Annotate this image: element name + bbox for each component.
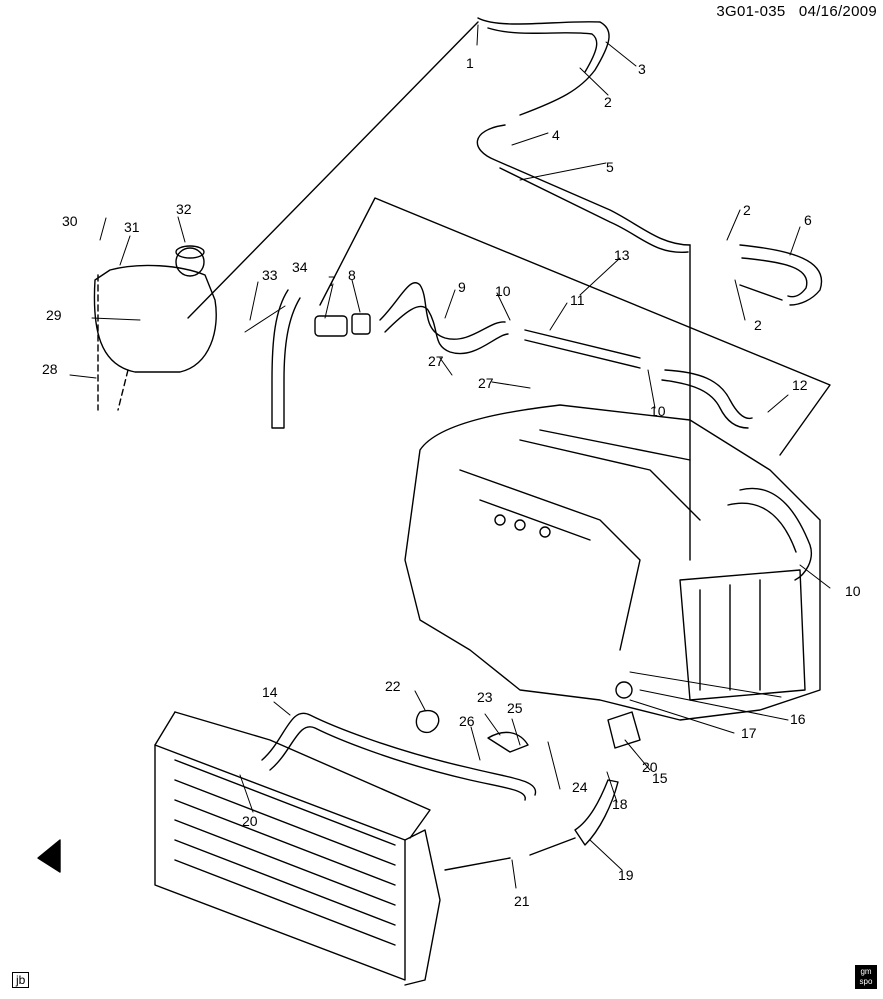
callout-2: 2 — [743, 202, 751, 218]
callout-20: 20 — [642, 759, 658, 775]
callout-18: 18 — [612, 796, 628, 812]
radiator — [154, 744, 406, 981]
hose-3 — [477, 17, 610, 116]
callout-28: 28 — [42, 361, 58, 377]
callout-20: 20 — [242, 813, 258, 829]
callout-10: 10 — [650, 403, 666, 419]
callout-17: 17 — [741, 725, 757, 741]
cap-32 — [175, 247, 205, 277]
clamp-8 — [351, 313, 371, 335]
callout-10: 10 — [845, 583, 861, 599]
callout-9: 9 — [458, 279, 466, 295]
callout-19: 19 — [618, 867, 634, 883]
callout-19: 19 — [0, 0, 16, 3]
callout-4: 4 — [552, 127, 560, 143]
callout-2: 2 — [754, 317, 762, 333]
bracket-13 — [319, 197, 831, 456]
callout-24: 24 — [572, 779, 588, 795]
callout-33: 33 — [262, 267, 278, 283]
callout-5: 5 — [606, 159, 614, 175]
hose-9 — [379, 282, 506, 340]
callout-34: 34 — [292, 259, 308, 275]
callout-23: 23 — [477, 689, 493, 705]
front-arrow-icon — [37, 839, 61, 873]
callout-12: 12 — [792, 377, 808, 393]
engine-block — [404, 404, 821, 721]
callout-29: 29 — [46, 307, 62, 323]
callout-2: 2 — [604, 94, 612, 110]
hose-34 — [271, 289, 301, 429]
callout-6: 6 — [804, 212, 812, 228]
callout-16: 16 — [790, 711, 806, 727]
thermostat-15 — [615, 681, 633, 699]
reservoir-31 — [93, 264, 217, 373]
callout-22: 22 — [385, 678, 401, 694]
callout-27: 27 — [478, 375, 494, 391]
fitting-7 — [314, 315, 348, 337]
clamp-23 — [415, 709, 440, 734]
diagram-header: 3G01-035 04/16/2009 — [716, 3, 877, 20]
shield-25 — [487, 731, 529, 753]
callout-25: 25 — [507, 700, 523, 716]
callout-7: 7 — [328, 273, 336, 289]
callout-30: 30 — [62, 213, 78, 229]
gm-spo-logo: gm spo — [855, 965, 877, 989]
callout-1: 1 — [466, 55, 474, 71]
diagram-code: 3G01-035 — [716, 3, 786, 20]
callout-27: 27 — [428, 353, 444, 369]
hose-5 — [476, 124, 691, 246]
pipe-11 — [524, 329, 641, 359]
author-tag: jb — [12, 972, 30, 988]
hose-6 — [739, 244, 823, 306]
callout-8: 8 — [348, 267, 356, 283]
callout-26: 26 — [459, 713, 475, 729]
callout-11: 11 — [570, 292, 585, 308]
hose-21 — [574, 779, 619, 846]
callout-21: 21 — [514, 893, 530, 909]
callout-15: 15 — [652, 770, 668, 786]
diagram-date: 04/16/2009 — [798, 3, 877, 20]
callout-14: 14 — [262, 684, 278, 700]
callout-13: 13 — [614, 247, 630, 263]
callout-3: 3 — [638, 61, 646, 77]
callout-31: 31 — [124, 219, 140, 235]
hose-14 — [739, 487, 812, 581]
callout-32: 32 — [176, 201, 192, 217]
housing-17 — [607, 711, 641, 749]
hose-22 — [261, 712, 537, 796]
callout-10: 10 — [495, 283, 511, 299]
